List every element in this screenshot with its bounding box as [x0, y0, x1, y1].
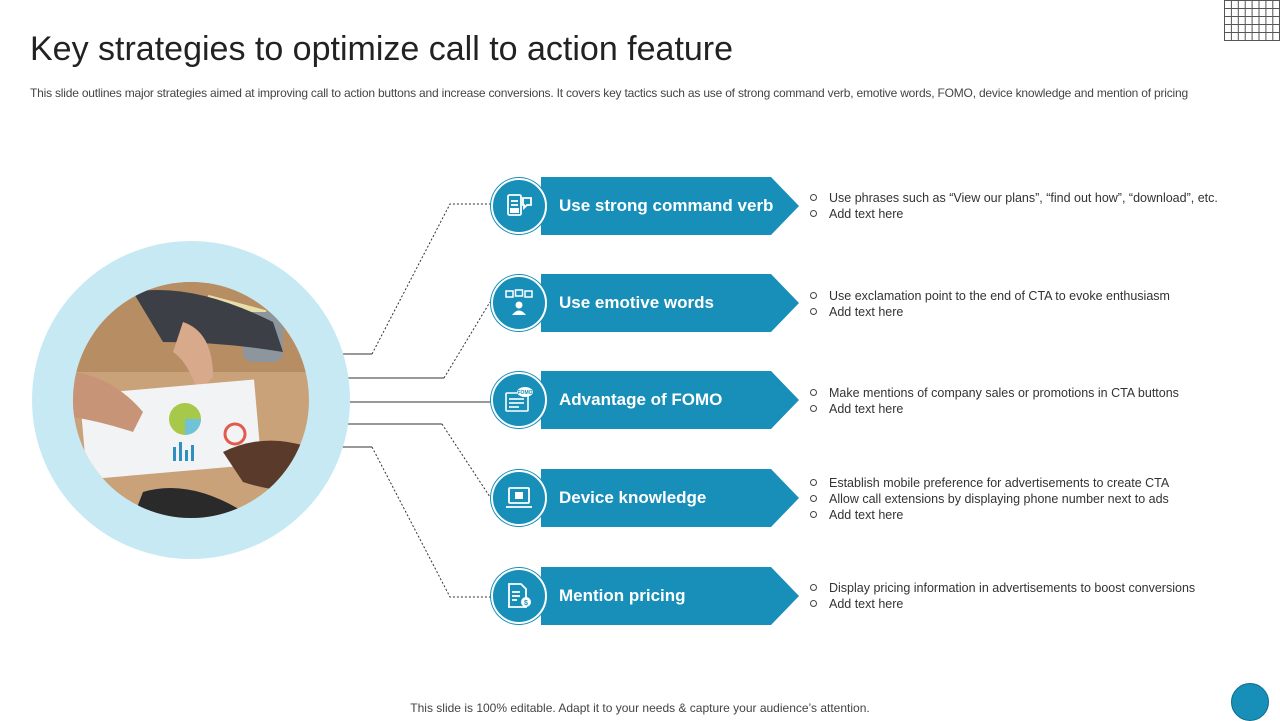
strategy-banner[interactable]: Device knowledge [541, 469, 799, 527]
bullet-item: Add text here [810, 304, 1220, 320]
emoji-user-icon [491, 275, 547, 331]
strategy-bullets: Display pricing information in advertise… [810, 580, 1220, 612]
strategy-bullets: Use phrases such as “View our plans”, “f… [810, 190, 1220, 222]
strategy-label: Advantage of FOMO [559, 390, 723, 409]
strategy-row: Mention pricing $ [491, 567, 811, 625]
strategy-banner[interactable]: Use emotive words [541, 274, 799, 332]
price-document-icon: $ [491, 568, 547, 624]
slide-title: Key strategies to optimize call to actio… [30, 30, 734, 68]
strategy-label: Mention pricing [559, 586, 686, 605]
strategy-bullets: Use exclamation point to the end of CTA … [810, 288, 1220, 320]
bullet-item: Add text here [810, 401, 1220, 417]
strategy-bullets: Make mentions of company sales or promot… [810, 385, 1220, 417]
strategy-label: Use emotive words [559, 293, 714, 312]
slide-subtitle: This slide outlines major strategies aim… [30, 86, 1188, 100]
strategy-banner[interactable]: Mention pricing [541, 567, 799, 625]
bullet-item: Use phrases such as “View our plans”, “f… [810, 190, 1220, 206]
strategy-banner[interactable]: Use strong command verb [541, 177, 799, 235]
bullet-item: Add text here [810, 596, 1220, 612]
fomo-icon-text: FOMO [518, 390, 533, 396]
bullet-item: Make mentions of company sales or promot… [810, 385, 1220, 401]
svg-text:$: $ [524, 600, 528, 607]
fomo-icon: FOMO [491, 372, 547, 428]
corner-circle-decoration [1231, 683, 1269, 721]
document-chat-icon [491, 178, 547, 234]
strategy-label: Use strong command verb [559, 196, 774, 215]
laptop-icon [491, 470, 547, 526]
slide-footer: This slide is 100% editable. Adapt it to… [410, 701, 870, 715]
strategy-banner[interactable]: Advantage of FOMO [541, 371, 799, 429]
strategy-bullets: Establish mobile preference for advertis… [810, 475, 1220, 523]
bullet-item: Add text here [810, 206, 1220, 222]
bullet-item: Add text here [810, 507, 1220, 523]
bullet-item: Allow call extensions by displaying phon… [810, 491, 1220, 507]
strategy-row: Use strong command verb [491, 177, 811, 235]
bullet-item: Use exclamation point to the end of CTA … [810, 288, 1220, 304]
meeting-photo [73, 282, 309, 518]
bullet-item: Display pricing information in advertise… [810, 580, 1220, 596]
bullet-item: Establish mobile preference for advertis… [810, 475, 1220, 491]
strategy-row: Advantage of FOMO FOMO [491, 371, 811, 429]
strategy-row: Device knowledge [491, 469, 811, 527]
strategy-label: Device knowledge [559, 488, 707, 507]
strategy-row: Use emotive words [491, 274, 811, 332]
